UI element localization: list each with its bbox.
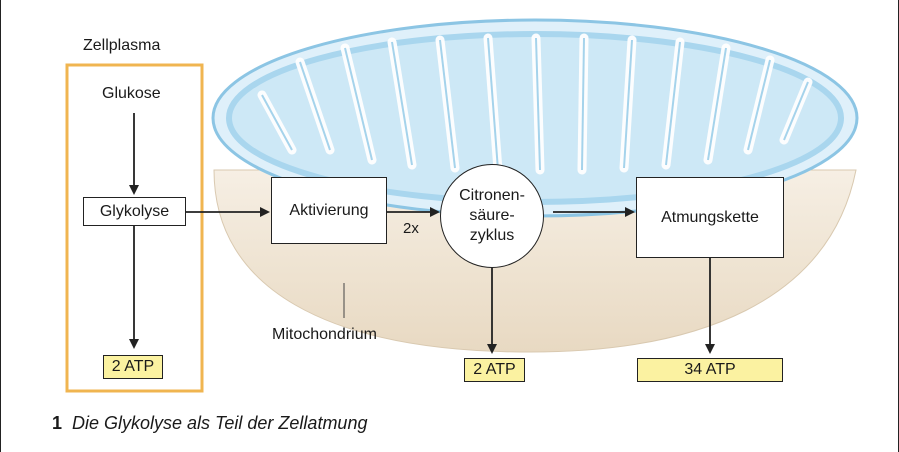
atp-glykolyse-value: 2 ATP xyxy=(112,358,154,376)
factor-label: 2x xyxy=(403,219,419,239)
citrate-cycle-line-3: zyklus xyxy=(470,226,514,246)
atp-badge-citrate: 2 ATP xyxy=(464,358,525,382)
citrate-cycle-line-1: Citronen- xyxy=(459,186,525,206)
atp-atmungskette-value: 34 ATP xyxy=(684,361,735,379)
atp-badge-atmungskette: 34 ATP xyxy=(637,358,783,382)
mitochondrium-label: Mitochondrium xyxy=(272,325,377,345)
atp-citrate-value: 2 ATP xyxy=(473,361,515,379)
citrate-cycle-line-2: säure- xyxy=(469,206,514,226)
zellplasma-label: Zellplasma xyxy=(83,36,160,56)
glykolyse-label: Glykolyse xyxy=(100,203,169,221)
glukose-label: Glukose xyxy=(102,84,161,104)
atmungskette-label: Atmungskette xyxy=(661,209,759,227)
aktivierung-label: Aktivierung xyxy=(289,202,368,220)
caption-text: Die Glykolyse als Teil der Zellatmung xyxy=(72,413,367,433)
aktivierung-box: Aktivierung xyxy=(271,177,387,244)
glykolyse-box: Glykolyse xyxy=(83,197,186,226)
atp-badge-glykolyse: 2 ATP xyxy=(103,355,163,379)
figure-caption: 1 Die Glykolyse als Teil der Zellatmung xyxy=(52,413,367,434)
atmungskette-box: Atmungskette xyxy=(636,177,784,258)
caption-number: 1 xyxy=(52,413,62,433)
citrate-cycle-circle: Citronen- säure- zyklus xyxy=(440,164,544,268)
